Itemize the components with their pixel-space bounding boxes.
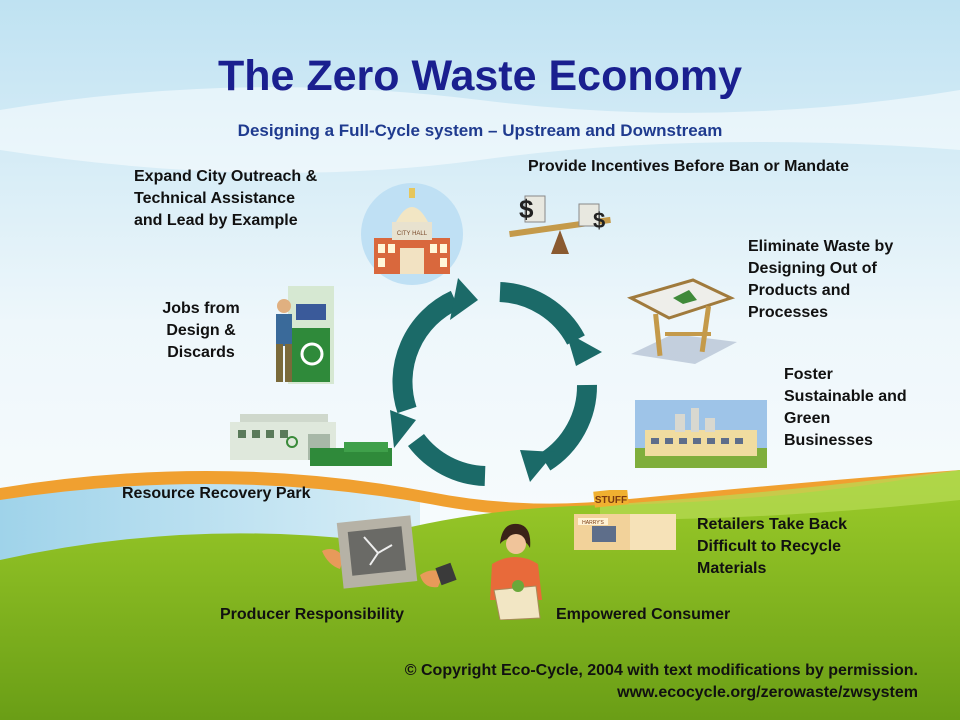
recovery-park-icon bbox=[230, 414, 392, 466]
recovery-park-label: Resource Recovery Park bbox=[122, 485, 311, 502]
jobs-label: Jobs from Design & Discards bbox=[162, 300, 240, 361]
green-business-label: Foster Sustainable and Green Businesses bbox=[784, 366, 907, 449]
incentives-label: Provide Incentives Before Ban or Mandate bbox=[528, 158, 849, 175]
city-hall-icon: CITY HALL bbox=[361, 183, 463, 285]
copyright-line: © Copyright Eco-Cycle, 2004 with text mo… bbox=[404, 662, 918, 679]
orange-wave bbox=[0, 470, 960, 516]
city-hall-sign: CITY HALL bbox=[397, 231, 428, 237]
recycling-worker-icon bbox=[276, 286, 334, 384]
retailers-label: Retailers Take Back Difficult to Recycle… bbox=[697, 516, 848, 577]
svg-text:$: $ bbox=[593, 208, 605, 233]
cycle-arrows-icon bbox=[390, 278, 602, 486]
broken-monitor-icon bbox=[322, 515, 457, 589]
consumer-label: Empowered Consumer bbox=[556, 606, 731, 623]
green-factory-icon bbox=[635, 400, 767, 468]
drafting-table-icon bbox=[627, 278, 737, 364]
page-title: The Zero Waste Economy bbox=[217, 52, 743, 100]
store-sign: STUFF bbox=[595, 495, 627, 506]
city-outreach-label: Expand City Outreach & Technical Assista… bbox=[134, 168, 318, 229]
svg-text:$: $ bbox=[519, 194, 534, 224]
eliminate-waste-label: Eliminate Waste by Designing Out of Prod… bbox=[748, 238, 894, 321]
grass bbox=[0, 470, 960, 720]
retail-store-icon: STUFF HARRY'S bbox=[574, 490, 676, 550]
shop-sign: HARRY'S bbox=[582, 520, 604, 526]
grass-highlight bbox=[600, 470, 960, 520]
copyright-notice: © Copyright Eco-Cycle, 2004 with text mo… bbox=[405, 660, 918, 704]
cloud-band bbox=[0, 87, 960, 173]
producer-label: Producer Responsibility bbox=[220, 606, 405, 623]
consumer-shopper-icon bbox=[490, 523, 542, 620]
source-url: www.ecocycle.org/zerowaste/zwsystem bbox=[617, 684, 918, 701]
balance-scale-icon: $ $ bbox=[509, 194, 611, 254]
page-subtitle: Designing a Full-Cycle system – Upstream… bbox=[237, 121, 723, 140]
